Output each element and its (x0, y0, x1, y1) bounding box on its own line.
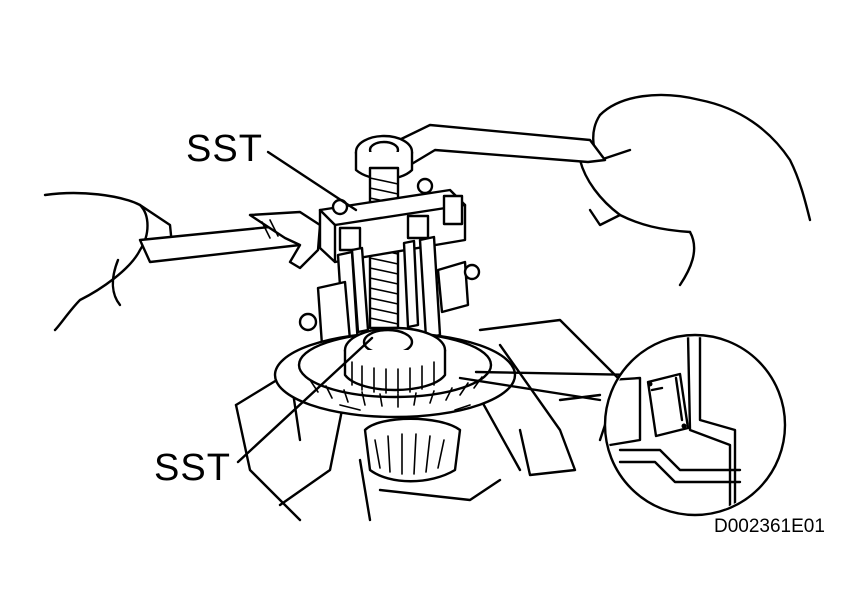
adjustable-wrench (138, 210, 322, 270)
differential-side-gear (339, 404, 471, 483)
magnified-detail-circle (603, 333, 787, 517)
figure-code: D002361E01 (714, 516, 825, 537)
bearing-assembly (273, 326, 517, 419)
leader-lines (236, 150, 642, 464)
leader-line-sst-top (266, 150, 358, 212)
leader-line-inset (474, 370, 642, 377)
leader-line-sst-bottom (236, 336, 374, 464)
sst-label-bottom: SST (154, 447, 231, 489)
sst-label-top: SST (186, 128, 263, 170)
right-hand (578, 93, 812, 287)
